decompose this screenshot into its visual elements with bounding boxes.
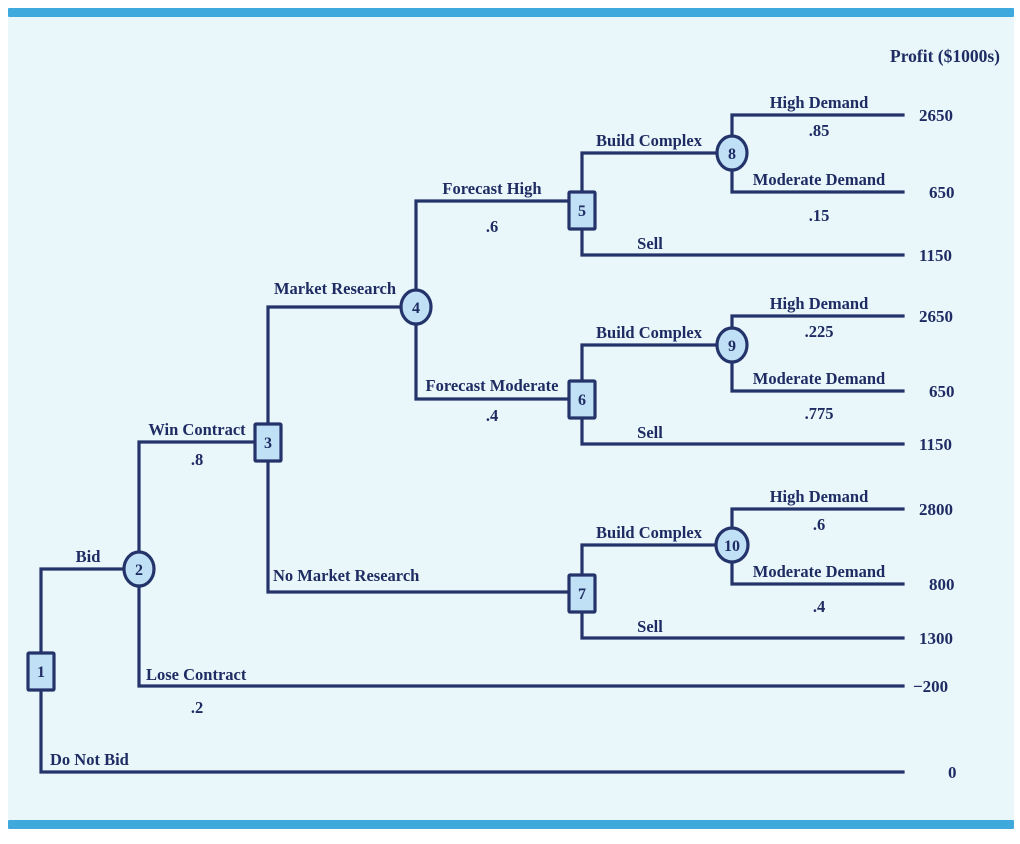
edge-6-sell [580,415,905,446]
bottom-rule-divider [8,820,1014,829]
payoff-2800: 2800 [919,500,953,519]
node-8-label: 8 [728,146,736,163]
prob-high-demand-9: .225 [805,322,834,341]
node-5-label: 5 [578,203,586,220]
prob-high-demand-10: .6 [813,515,825,534]
label-high-demand-8: High Demand [770,93,869,112]
node-4-chance-circle[interactable] [399,288,433,326]
edge-3-market-research [266,305,401,426]
edge-3-no-market-research [266,458,568,594]
edge-2-win-contract [137,440,256,556]
edge-5-sell [580,226,905,257]
payoff-2650-b: 2650 [919,307,953,326]
node-9-chance-circle[interactable] [715,326,749,364]
edge-4-forecast-moderate [414,320,568,401]
label-moderate-demand-8: Moderate Demand [753,170,885,189]
top-rule-divider [8,8,1014,17]
payoff-650-a: 650 [929,183,955,202]
edge-7-sell [580,609,905,640]
payoff-650-b: 650 [929,382,955,401]
label-bid: Bid [76,547,101,566]
label-do-not-bid: Do Not Bid [50,750,129,769]
prob-forecast-high: .6 [486,217,498,236]
payoff-1150-b: 1150 [919,435,952,454]
label-market-research: Market Research [274,279,396,298]
edge-9-high-demand [730,314,905,332]
label-build-complex-7: Build Complex [596,523,703,542]
payoff-1150-a: 1150 [919,246,952,265]
label-forecast-high: Forecast High [442,179,541,198]
label-sell-7: Sell [637,617,663,636]
payoff-minus-200: −200 [913,677,948,696]
label-high-demand-9: High Demand [770,294,869,313]
label-moderate-demand-10: Moderate Demand [753,562,885,581]
prob-lose-contract: .2 [191,698,203,717]
prob-moderate-demand-8: .15 [809,206,830,225]
payoff-800: 800 [929,575,955,594]
label-build-complex-6: Build Complex [596,323,703,342]
profit-header-label: Profit ($1000s) [890,46,1000,66]
label-no-market-research: No Market Research [273,566,419,585]
node-1-label: 1 [37,664,45,681]
node-4-label: 4 [412,300,420,317]
label-moderate-demand-9: Moderate Demand [753,369,885,388]
label-lose-contract: Lose Contract [146,665,247,684]
label-sell-5: Sell [637,234,663,253]
node-5-decision-square[interactable] [567,190,597,231]
edge-6-build-complex [580,343,719,383]
prob-moderate-demand-10: .4 [813,597,825,616]
node-2-label: 2 [135,562,143,579]
edge-2-lose-contract [137,582,905,688]
prob-forecast-moderate: .4 [486,406,498,425]
label-build-complex-5: Build Complex [596,131,703,150]
node-7-label: 7 [578,586,586,603]
label-win-contract: Win Contract [148,420,246,439]
label-forecast-moderate: Forecast Moderate [425,376,558,395]
edge-8-high-demand [730,113,905,140]
edge-5-build-complex [580,151,719,194]
node-8-chance-circle[interactable] [715,134,749,172]
prob-win-contract: .8 [191,450,203,469]
edge-8-moderate-demand [730,166,905,194]
node-3-decision-square[interactable] [253,422,283,463]
edge-10-high-demand [730,507,905,532]
edge-9-moderate-demand [730,358,905,393]
edge-4-forecast-high [414,199,568,294]
edge-root-to-do-not-bid [39,688,905,774]
payoff-0: 0 [948,763,957,782]
node-10-chance-circle[interactable] [714,526,750,564]
label-high-demand-10: High Demand [770,487,869,506]
node-6-decision-square[interactable] [567,379,597,420]
prob-high-demand-8: .85 [809,121,830,140]
payoff-2650-a: 2650 [919,106,953,125]
node-10-label: 10 [724,538,740,555]
node-2-chance-circle[interactable] [122,550,156,588]
payoff-1300: 1300 [919,629,953,648]
edge-10-moderate-demand [730,558,905,586]
edge-root-to-bid [39,567,123,654]
node-9-label: 9 [728,338,736,355]
node-6-label: 6 [578,392,586,409]
node-7-decision-square[interactable] [567,573,597,614]
prob-moderate-demand-9: .775 [805,404,834,423]
edge-7-build-complex [580,543,719,577]
node-1-decision-square[interactable] [26,651,56,692]
node-3-label: 3 [264,435,272,452]
label-sell-6: Sell [637,423,663,442]
